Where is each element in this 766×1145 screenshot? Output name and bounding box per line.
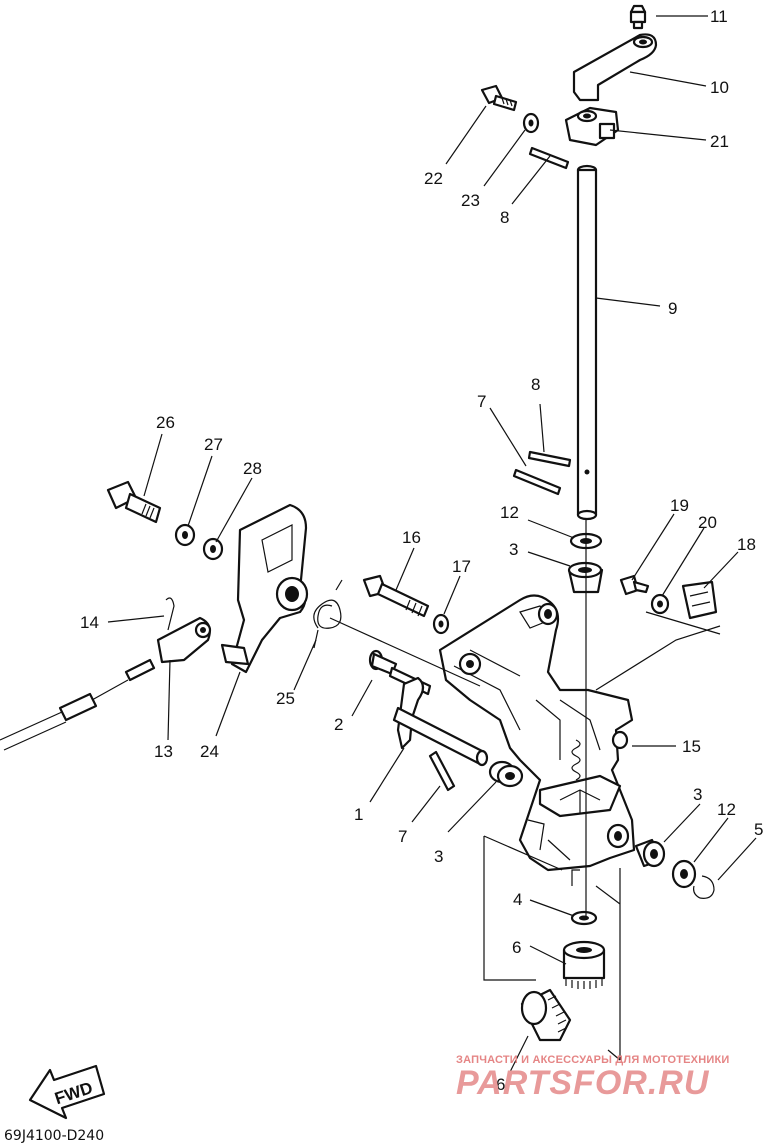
watermark-logo: PARTSFOR.RU	[456, 1064, 710, 1102]
callout-12-top: 12	[500, 503, 519, 522]
callout-10: 10	[710, 78, 729, 97]
watermark: ЗАПЧАСТИ И АКСЕССУАРЫ ДЛЯ МОТОТЕХНИКИ PA…	[456, 1054, 729, 1102]
part-cable-joint	[0, 597, 212, 751]
callout-2: 2	[334, 715, 343, 734]
callout-13: 13	[154, 742, 173, 761]
callout-17: 17	[452, 557, 471, 576]
part-shift-rod	[576, 164, 598, 521]
part-bracket-housing	[438, 594, 636, 872]
part-gear-set	[520, 910, 606, 1042]
callout-numbers: 11 10 21 22 23 8 9 8 7 26 27 28 12 19 20…	[80, 7, 763, 1094]
callout-3-right: 3	[693, 785, 702, 804]
assembly-guide-lines	[329, 520, 721, 1061]
part-long-bolt	[362, 574, 450, 635]
callout-15: 15	[682, 737, 701, 756]
callout-28: 28	[243, 459, 262, 478]
part-washer-small	[522, 112, 540, 134]
callout-26: 26	[156, 413, 175, 432]
callout-5: 5	[754, 820, 763, 839]
callout-11: 11	[710, 7, 728, 26]
callout-19: 19	[670, 496, 689, 515]
callout-1: 1	[354, 805, 363, 824]
drawing-code: 69J4100-D240	[4, 1128, 104, 1144]
callout-9: 9	[668, 299, 677, 318]
part-shift-lever	[220, 503, 309, 674]
part-shift-fork	[368, 649, 489, 792]
watermark-tagline: ЗАПЧАСТИ И АКСЕССУАРЫ ДЛЯ МОТОТЕХНИКИ	[456, 1054, 729, 1066]
part-grease-nipple	[629, 4, 647, 30]
callout-6-upper: 6	[512, 938, 521, 957]
part-pivot-bolt	[106, 480, 224, 561]
callout-3-top: 3	[509, 540, 518, 559]
callout-16: 16	[402, 528, 421, 547]
part-lever-arm	[572, 33, 658, 102]
callout-22: 22	[424, 169, 443, 188]
callout-12-right: 12	[717, 800, 736, 819]
callout-8-mid: 8	[531, 375, 540, 394]
callout-18: 18	[737, 535, 756, 554]
part-bolt-small	[480, 84, 518, 112]
callout-20: 20	[698, 513, 717, 532]
callout-4: 4	[513, 890, 522, 909]
callout-7-bottom: 7	[398, 827, 407, 846]
callout-23: 23	[461, 191, 480, 210]
callout-21: 21	[710, 132, 729, 151]
callout-3-left: 3	[434, 847, 443, 866]
callout-8-top: 8	[500, 208, 509, 227]
callout-14: 14	[80, 613, 99, 632]
part-clamp-block	[564, 106, 620, 147]
leader-lines	[107, 15, 757, 1073]
fwd-arrow-icon: FWD	[28, 1064, 106, 1120]
part-pins-middle	[512, 450, 572, 496]
part-bolt-washer-clip	[619, 574, 718, 620]
part-bushing-middle	[488, 760, 524, 788]
callout-25: 25	[276, 689, 295, 708]
callout-7-top: 7	[477, 392, 486, 411]
callout-6-lower: 6	[496, 1075, 505, 1094]
part-bushing-washer-circlip	[634, 838, 715, 899]
part-torsion-spring	[313, 579, 343, 649]
callout-24: 24	[200, 742, 219, 761]
callout-27: 27	[204, 435, 223, 454]
